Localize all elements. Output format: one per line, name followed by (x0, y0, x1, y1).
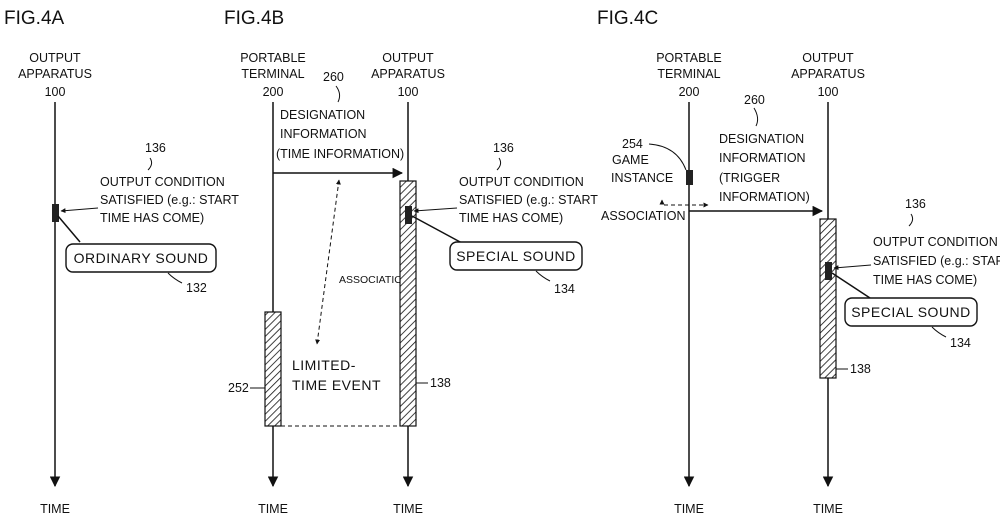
fig-4a-ordinary-sound-box (65, 243, 217, 273)
fig-4b-association-arrow (315, 179, 341, 345)
fig-4c-sound-connector (831, 272, 871, 299)
fig-4c-designation-leader (753, 107, 759, 127)
fig-4b-output-apparatus-label-2: APPARATUS (371, 67, 445, 81)
fig-4c-game-ref-leader (648, 143, 687, 171)
fig-4b-portable-terminal-label-1: PORTABLE (240, 51, 306, 65)
fig-4a-condition-ref: 136 (145, 141, 166, 155)
fig-4c-title: FIG.4C (597, 8, 658, 29)
fig-4a-ordinary-sound-label: ORDINARY SOUND (74, 250, 209, 266)
fig-4c-association-label: ASSOCIATION (601, 209, 686, 223)
fig-4a: FIG.4A OUTPUT APPARATUS 100 136 OUTPUT C… (4, 8, 239, 516)
fig-4b-condition-ref: 136 (493, 141, 514, 155)
fig-4c-portable-terminal-ref: 200 (679, 85, 700, 99)
fig-4b-output-apparatus-label-1: OUTPUT (382, 51, 434, 65)
fig-4c-portable-terminal-label-1: PORTABLE (656, 51, 722, 65)
fig-4b-event-ref: 252 (228, 381, 249, 395)
fig-4a-condition-marker (52, 204, 59, 222)
fig-4b-association-label: ASSOCIATION (339, 274, 410, 286)
fig-4b-designation-line-3: (TIME INFORMATION) (276, 147, 404, 161)
fig-4c-output-apparatus-label-1: OUTPUT (802, 51, 854, 65)
fig-4a-sound-connector (57, 215, 81, 243)
fig-4b-designation-line-1: DESIGNATION (280, 108, 365, 122)
fig-4a-title: FIG.4A (4, 8, 65, 29)
fig-4c-output-apparatus-ref: 100 (818, 85, 839, 99)
fig-4c-sound-ref: 134 (950, 336, 971, 350)
fig-4a-condition-line-1: OUTPUT CONDITION (100, 175, 225, 189)
fig-4a-output-apparatus-ref: 100 (45, 85, 66, 99)
fig-4b-designation-line-2: INFORMATION (280, 127, 367, 141)
fig-4b-time-label-right: TIME (393, 502, 423, 516)
fig-4a-condition-leader (147, 157, 153, 171)
fig-4b-bar-ref: 138 (430, 376, 451, 390)
fig-4b-condition-marker (405, 206, 412, 224)
fig-4b-designation-ref: 260 (323, 70, 344, 84)
fig-4c: FIG.4C PORTABLE TERMINAL 200 OUTPUT APPA… (597, 8, 1000, 516)
fig-4c-time-label-right: TIME (813, 502, 843, 516)
fig-4b-time-label-left: TIME (258, 502, 288, 516)
fig-4b-portable-terminal-ref: 200 (263, 85, 284, 99)
fig-4c-condition-marker (825, 262, 832, 280)
fig-4a-output-apparatus-label-1: OUTPUT (29, 51, 81, 65)
fig-4c-condition-ref: 136 (905, 197, 926, 211)
fig-4c-output-apparatus-label-2: APPARATUS (791, 67, 865, 81)
fig-4b-condition-line-1: OUTPUT CONDITION (459, 175, 584, 189)
fig-4b-condition-arrow (413, 207, 458, 214)
fig-4a-sound-ref-leader (167, 272, 183, 284)
fig-4c-condition-line-3: TIME HAS COME) (873, 273, 977, 287)
fig-4c-game-line-1: GAME (612, 153, 649, 167)
fig-4b-hatched-bar-138 (399, 180, 417, 427)
fig-4c-condition-arrow (833, 264, 872, 271)
fig-4b-designation-leader (335, 85, 341, 103)
fig-4c-game-line-2: INSTANCE (611, 171, 673, 185)
fig-4b-special-sound-box (449, 241, 583, 271)
fig-4a-condition-line-2: SATISFIED (e.g.: START (100, 193, 239, 207)
fig-4c-association-arrow (659, 199, 709, 208)
fig-4a-time-label: TIME (40, 502, 70, 516)
fig-4c-hatched-bar-138 (819, 218, 837, 379)
fig-4c-designation-ref: 260 (744, 93, 765, 107)
fig-4b-sound-connector (411, 215, 463, 244)
fig-4b-condition-leader (496, 157, 502, 171)
fig-4c-special-sound-label: SPECIAL SOUND (851, 304, 971, 320)
fig-4b-title: FIG.4B (224, 8, 284, 29)
fig-4c-time-label-left: TIME (674, 502, 704, 516)
fig-4c-designation-line-1: DESIGNATION (719, 132, 804, 146)
fig-4c-portable-terminal-label-2: TERMINAL (657, 67, 720, 81)
fig-4b-hatched-bar-252 (264, 311, 282, 427)
fig-4c-designation-line-3: (TRIGGER (719, 171, 780, 185)
fig-4c-designation-line-2: INFORMATION (719, 151, 806, 165)
fig-4b-condition-line-2: SATISFIED (e.g.: START (459, 193, 598, 207)
fig-4c-condition-line-2: SATISFIED (e.g.: START (873, 254, 1000, 268)
fig-4b: FIG.4B PORTABLE TERMINAL 200 OUTPUT APPA… (224, 8, 598, 516)
fig-4a-condition-line-3: TIME HAS COME) (100, 211, 204, 225)
fig-4b-sound-ref-leader (535, 270, 551, 282)
fig-4b-sound-ref: 134 (554, 282, 575, 296)
fig-4c-game-instance-marker (686, 170, 693, 185)
fig-4c-sound-ref-leader (931, 326, 947, 338)
fig-4b-event-line-2: TIME EVENT (292, 377, 381, 393)
fig-4a-sound-ref: 132 (186, 281, 207, 295)
fig-4b-special-sound-label: SPECIAL SOUND (456, 248, 576, 264)
fig-4b-output-apparatus-ref: 100 (398, 85, 419, 99)
fig-4c-condition-leader (908, 213, 914, 227)
fig-4c-condition-line-1: OUTPUT CONDITION (873, 235, 998, 249)
fig-4b-condition-line-3: TIME HAS COME) (459, 211, 563, 225)
fig-4c-bar-ref: 138 (850, 362, 871, 376)
fig-4b-event-line-1: LIMITED- (292, 357, 356, 373)
fig-4c-special-sound-box (844, 297, 978, 327)
fig-4b-portable-terminal-label-2: TERMINAL (241, 67, 304, 81)
fig-4c-game-ref: 254 (622, 137, 643, 151)
fig-4a-condition-arrow (60, 207, 99, 214)
fig-4a-output-apparatus-label-2: APPARATUS (18, 67, 92, 81)
fig-4c-designation-line-4: INFORMATION) (719, 190, 810, 204)
